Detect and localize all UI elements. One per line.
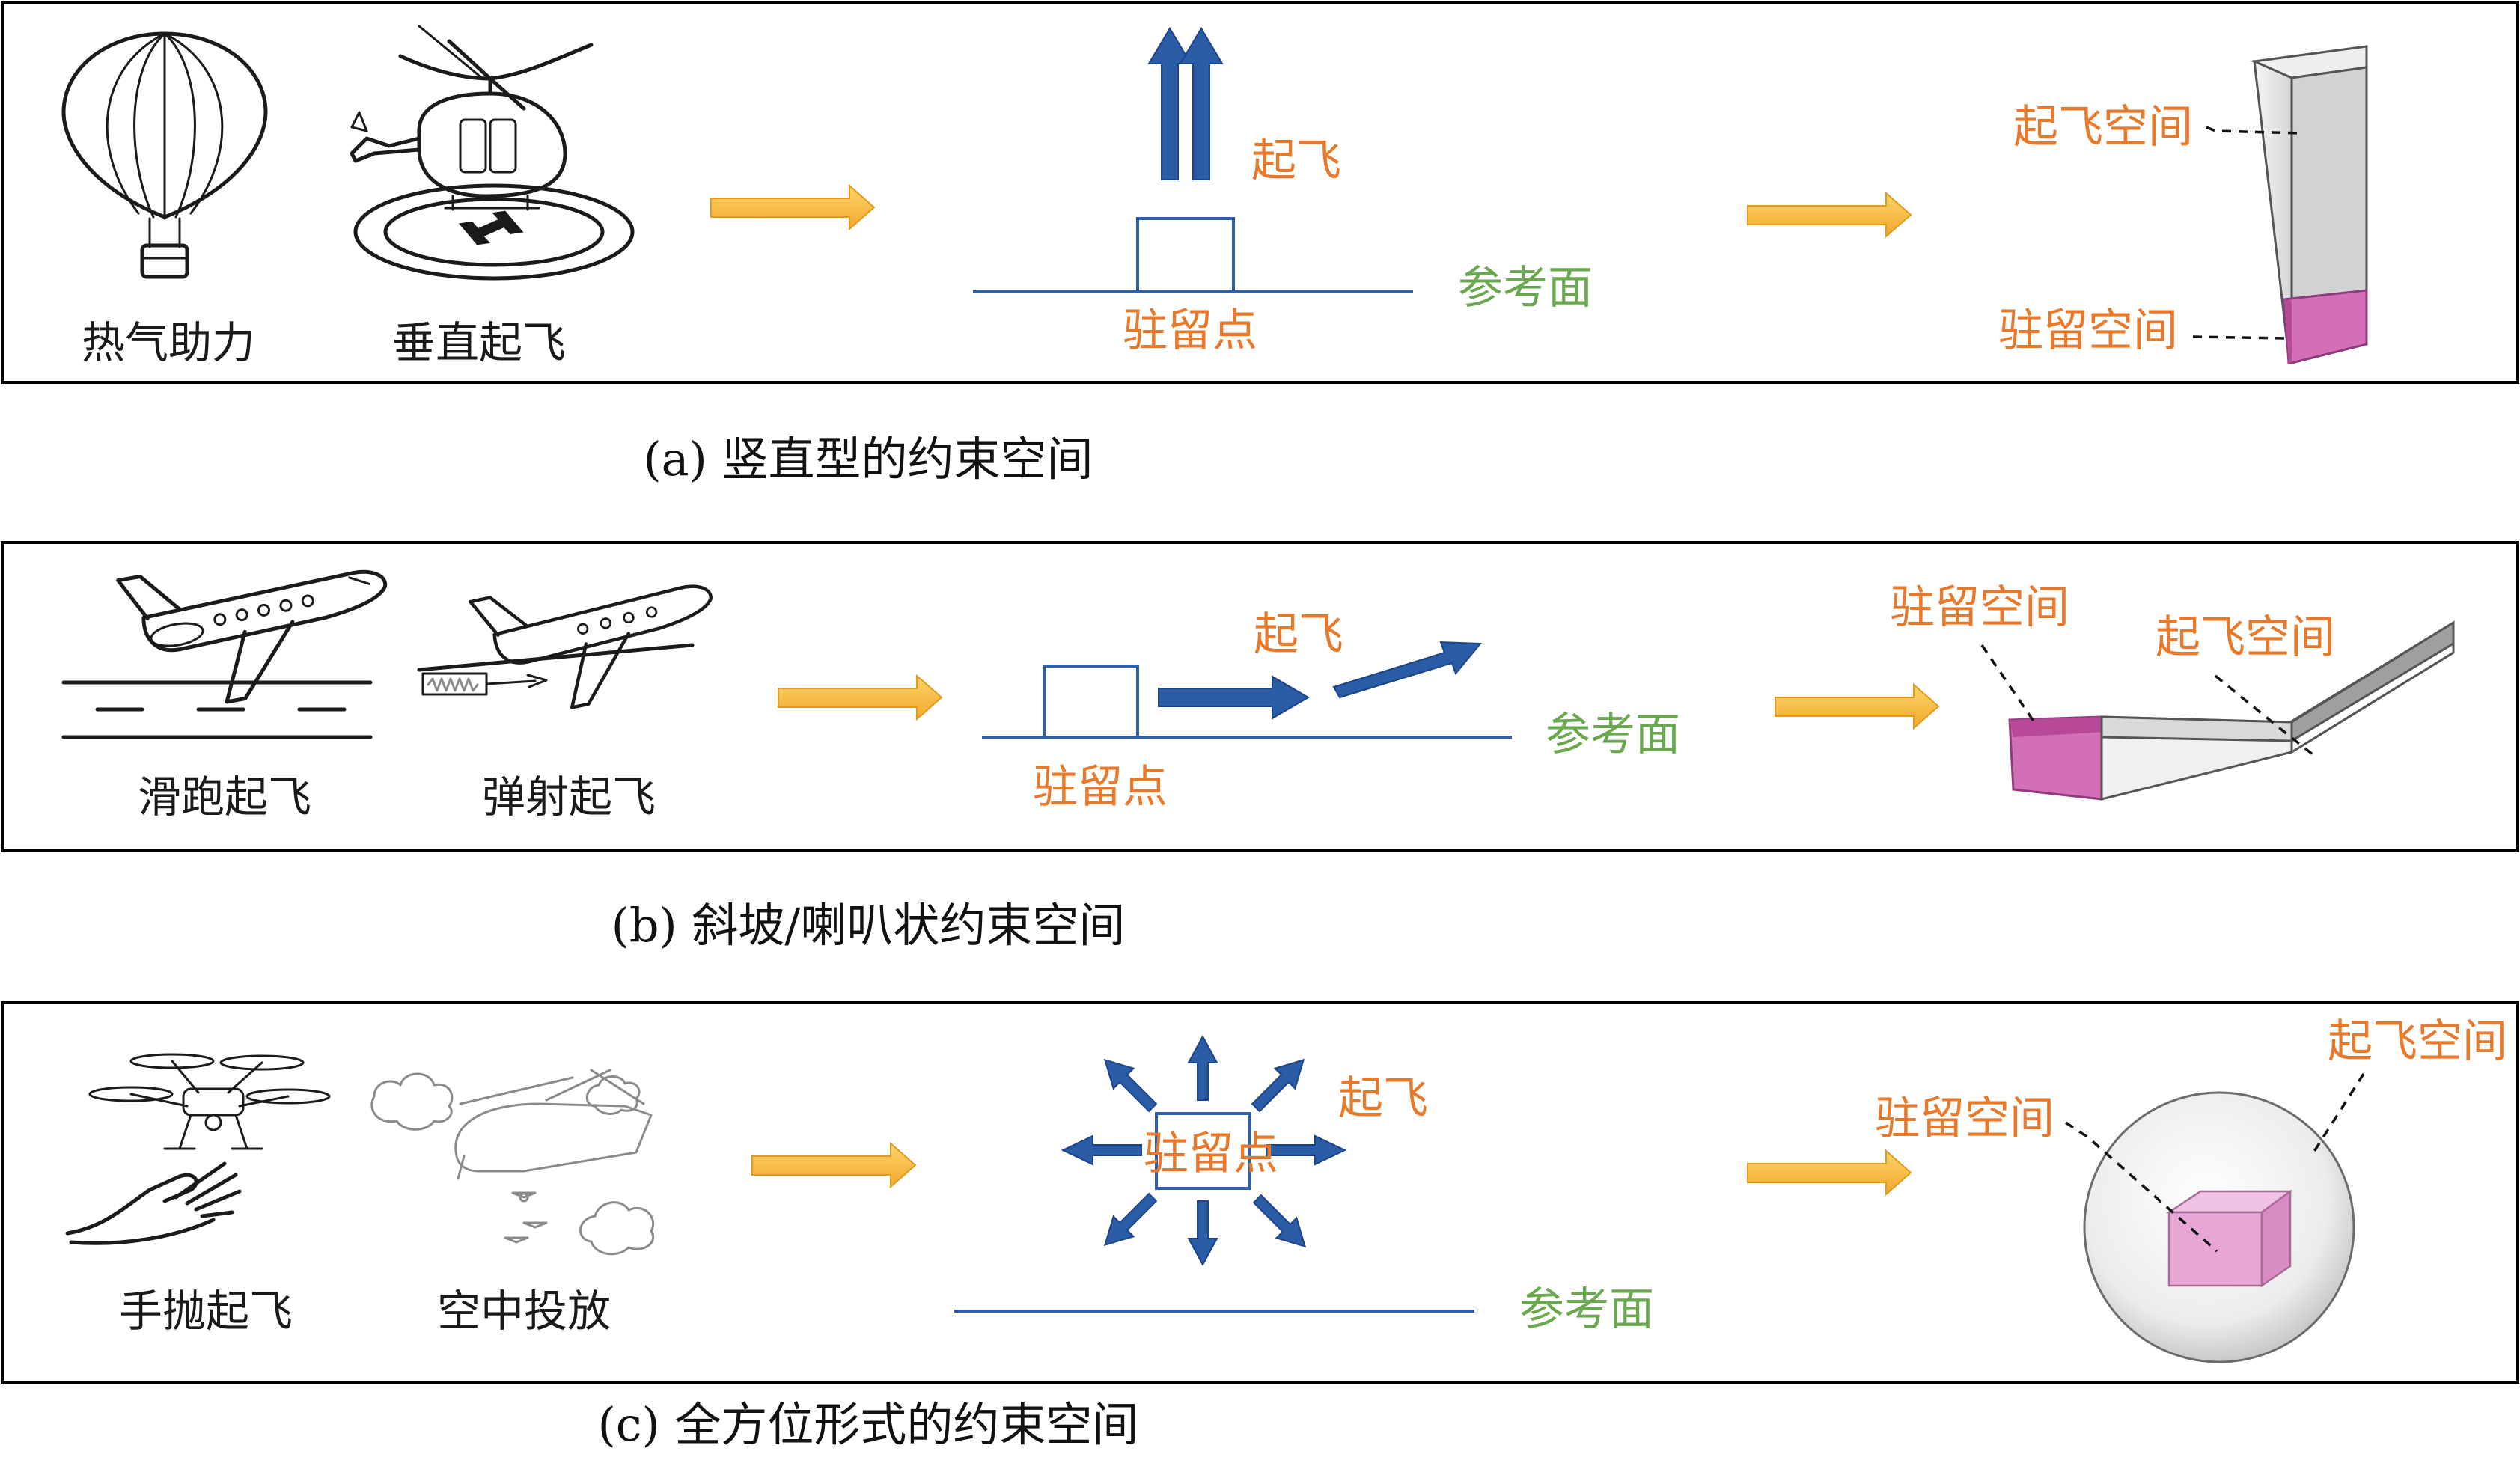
dwell-point-label: 驻留点 <box>1123 305 1257 357</box>
catapult-launch-icon <box>417 584 713 709</box>
caption-b: (b) 斜坡/喇叭状约束空间 <box>611 898 1126 953</box>
method-runway-label: 滑跑起飞 <box>138 772 311 822</box>
takeoff-arrow-icon <box>1187 1034 1218 1101</box>
dwell-point-label: 驻留点 <box>1033 761 1168 813</box>
reference-plane-label: 参考面 <box>1519 1283 1654 1336</box>
takeoff-label: 起飞 <box>1251 135 1341 187</box>
flow-arrow-icon <box>1747 1149 1912 1197</box>
dwell-point-label: 驻留点 <box>1144 1128 1278 1180</box>
takeoff-label: 起飞 <box>1254 608 1343 661</box>
panel-b-frame <box>1 541 2519 852</box>
takeoff-space-leader <box>2310 1073 2365 1157</box>
panel-a: 热气助力 垂直起飞 起飞 驻留点 参考面 起飞空间 驻留空间 <box>1 1 2519 384</box>
dwell-space-label: 驻留空间 <box>1890 581 2069 634</box>
flow-arrow-icon <box>710 183 876 231</box>
panel-c: 手抛起飞 空中投放 驻留点 起飞 参考面 驻 <box>1 1001 2519 1384</box>
dwell-space-leader <box>2192 335 2287 340</box>
dwell-point-box <box>1155 1112 1251 1190</box>
takeoff-label: 起飞 <box>1338 1072 1428 1125</box>
dwell-space-block <box>2165 1189 2293 1288</box>
reference-plane-label: 参考面 <box>1546 709 1680 761</box>
takeoff-space-label: 起飞空间 <box>2328 1015 2507 1068</box>
takeoff-arrow-icon <box>1103 1058 1158 1113</box>
reference-plane-label: 参考面 <box>1458 262 1593 314</box>
dwell-space-leader <box>1980 644 2036 723</box>
omnidirectional-arrows <box>1061 1034 1347 1267</box>
takeoff-arrow-icon <box>1266 1134 1347 1166</box>
takeoff-arrow-icon <box>1332 641 1483 699</box>
ramp-constraint-space-3d <box>2008 620 2455 801</box>
dwell-space-block <box>2283 289 2368 364</box>
takeoff-arrow-icon <box>1179 27 1224 180</box>
takeoff-arrow-icon <box>1103 1192 1158 1247</box>
method-catapult-label: 弹射起飞 <box>482 772 656 822</box>
takeoff-space-label: 起飞空间 <box>2156 611 2335 664</box>
panel-a-frame <box>1 1 2519 384</box>
dwell-space-label: 驻留空间 <box>1998 305 2178 357</box>
takeoff-arrow-icon <box>1187 1200 1218 1267</box>
method-hand-launch-label: 手抛起飞 <box>119 1286 293 1337</box>
hot-air-balloon-icon <box>61 31 268 279</box>
takeoff-arrow-icon <box>1252 1194 1307 1248</box>
flow-arrow-icon <box>1775 682 1940 730</box>
caption-a: (a) 竖直型的约束空间 <box>643 432 1093 486</box>
flow-arrow-icon <box>751 1141 917 1189</box>
method-hot-air-label: 热气助力 <box>82 317 255 368</box>
takeoff-arrow-icon <box>1147 27 1192 180</box>
panel-b: 滑跑起飞 弹射起飞 起飞 驻留点 参考面 驻留空间 起飞空间 <box>1 541 2519 852</box>
dwell-space-label: 驻留空间 <box>1875 1093 2054 1145</box>
takeoff-space-label: 起飞空间 <box>2013 101 2193 153</box>
takeoff-arrow-icon <box>1061 1134 1142 1166</box>
panel-c-frame <box>1 1001 2519 1384</box>
takeoff-space-leader <box>2206 126 2302 135</box>
airdrop-helicopter-icon <box>370 1069 655 1256</box>
omnidirectional-constraint-space-3d <box>2083 1091 2355 1363</box>
caption-c: (c) 全方位形式的约束空间 <box>598 1397 1139 1452</box>
dwell-point-box <box>1136 217 1235 293</box>
takeoff-arrow-icon <box>1251 1058 1305 1113</box>
vertical-constraint-space-3d <box>2250 45 2368 364</box>
flow-arrow-icon <box>1747 191 1912 239</box>
airplane-runway-icon <box>61 569 388 739</box>
flow-arrow-icon <box>778 674 943 721</box>
dwell-point-box <box>1043 665 1139 739</box>
method-vertical-label: 垂直起飞 <box>392 317 566 368</box>
takeoff-arrow-icon <box>1158 675 1310 720</box>
method-airdrop-label: 空中投放 <box>437 1286 611 1337</box>
hand-launched-drone-icon <box>65 1053 331 1245</box>
helicopter-on-helipad-icon <box>350 25 635 281</box>
